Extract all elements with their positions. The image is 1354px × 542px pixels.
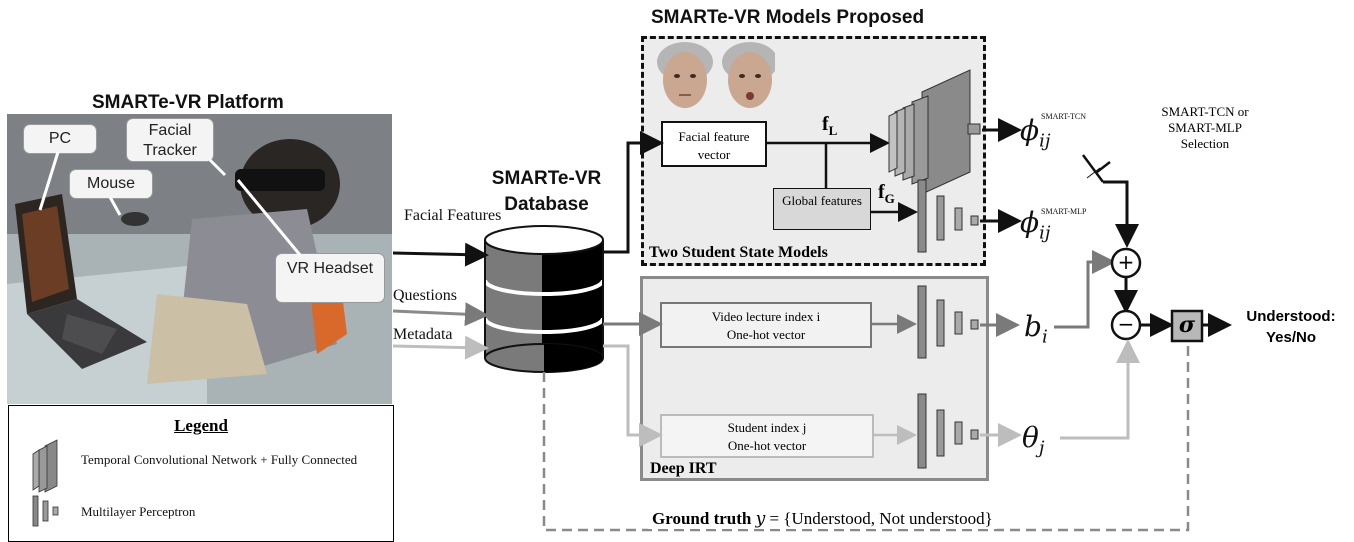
output-label: Understood: Yes/No: [1246, 308, 1336, 346]
platform-title: SMARTe-VR Platform: [92, 92, 284, 113]
arrow-questions-to-db: [392, 302, 489, 327]
arrow-b-to-plus: [1054, 250, 1116, 329]
input-questions: Questions: [393, 287, 457, 304]
video-lecture-box: Video lecture index i One-hot vector: [660, 302, 872, 348]
arrow-metadata-to-db: [392, 335, 489, 360]
b-i: bi: [1024, 310, 1048, 348]
models-section-label: Two Student State Models: [649, 244, 828, 261]
phi-tcn: ϕij: [1020, 114, 1051, 152]
ground-truth-label: Ground truth y = {Understood, Not unders…: [648, 509, 997, 529]
theta-j: θj: [1022, 421, 1045, 459]
pc-pointer: [38, 151, 60, 211]
global-features-box: Global features: [773, 188, 871, 230]
minus-symbol: −: [1117, 312, 1135, 336]
sigma-symbol: σ: [1178, 312, 1196, 338]
mlp-network-icon-top: [917, 179, 979, 253]
arrow-db-to-student: [603, 344, 663, 447]
callout-pc: PC: [23, 124, 97, 154]
student-index-line1: Student index j: [727, 420, 807, 435]
tcn-legend-icon: [32, 439, 58, 493]
avatar-neutral: [657, 42, 713, 108]
mlp-legend-label: Multilayer Perceptron: [81, 504, 196, 519]
avatar-expressive: [722, 42, 775, 108]
models-title: SMARTe-VR Models Proposed: [651, 7, 925, 28]
phi-mlp: ϕij: [1020, 206, 1051, 244]
tcn-legend-label: Temporal Convolutional Network + Fully C…: [81, 452, 358, 467]
input-metadata: Metadata: [393, 326, 453, 343]
database-icon: [483, 225, 605, 373]
student-index-line2: One-hot vector: [727, 438, 807, 453]
sigma-box: [1170, 309, 1204, 343]
avatar-faces: [657, 42, 775, 108]
arrow-db-to-facial-vector: [603, 131, 664, 254]
tcn-network-icon: [888, 69, 981, 195]
mlp-network-icon-irt-video: [917, 285, 979, 359]
plus-symbol: +: [1117, 250, 1135, 274]
ground-truth-loop: [542, 344, 1190, 532]
video-lecture-line2: One-hot vector: [726, 327, 806, 342]
callout-mouse: Mouse: [69, 169, 153, 199]
video-lecture-line1: Video lecture index i: [711, 309, 821, 324]
fG-label: fG: [878, 181, 895, 206]
mlp-network-icon-irt-student: [917, 393, 979, 469]
legend: Legend Temporal Convolutional Network + …: [8, 405, 394, 542]
phi-tcn-superscript: SMART-TCN: [1041, 112, 1087, 121]
legend-title: Legend: [174, 416, 228, 435]
database-title: SMARTe-VR Database: [491, 168, 602, 215]
selection-label: SMART-TCN or SMART-MLP Selection: [1161, 104, 1249, 151]
selection-switch: [1081, 154, 1139, 248]
mlp-legend-icon: [32, 495, 59, 527]
headset-pointer: [236, 179, 302, 256]
mouse-pointer: [108, 196, 122, 216]
phi-mlp-superscript: SMART-MLP: [1041, 207, 1087, 216]
student-index-box: Student index j One-hot vector: [660, 414, 874, 458]
deep-irt-label: Deep IRT: [650, 460, 717, 477]
arrow-theta-to-minus: [1060, 339, 1140, 440]
arrow-facial-to-db: [392, 242, 489, 267]
callout-facial-tracker: Facial Tracker: [126, 118, 214, 162]
facial-feature-vector-box: Facial feature vector: [661, 121, 767, 167]
callout-vr-headset: VR Headset: [275, 253, 385, 303]
fL-label: fL: [822, 113, 838, 138]
tracker-pointer: [208, 158, 227, 177]
